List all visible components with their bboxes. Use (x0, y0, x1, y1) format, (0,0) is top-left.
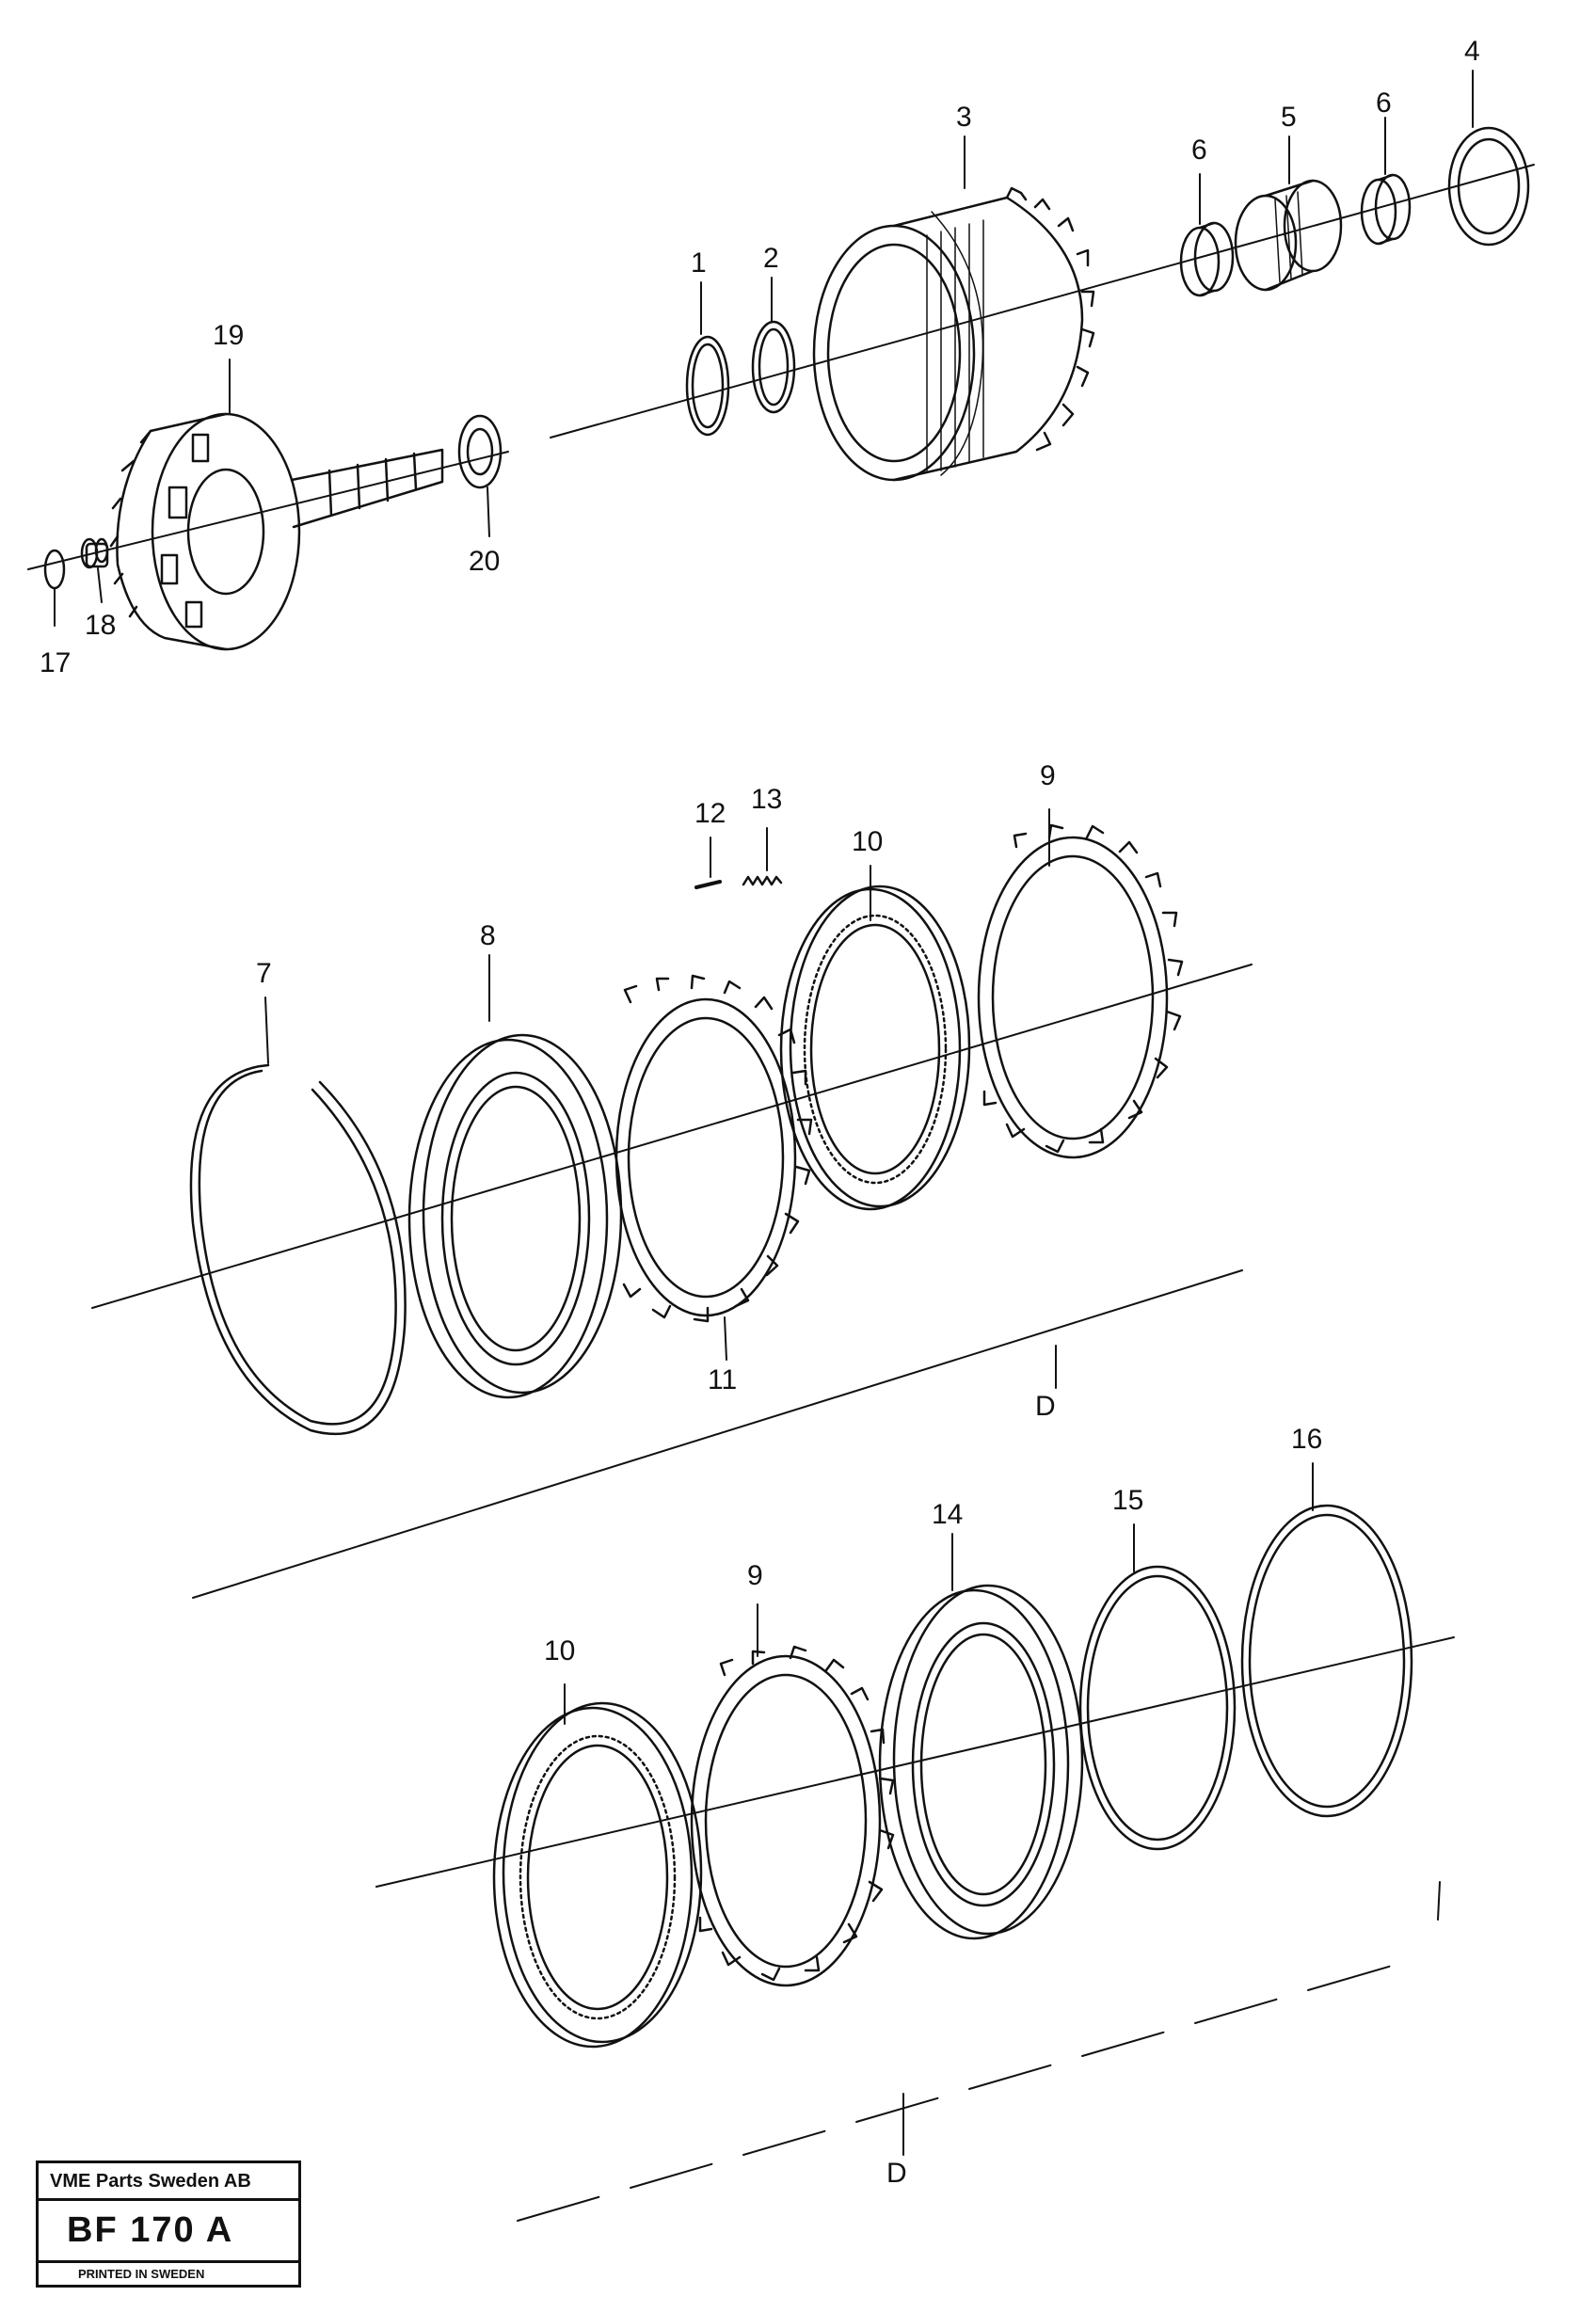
callout-6-left: 6 (1191, 135, 1207, 166)
seal-ring-15 (1078, 1565, 1237, 1851)
spline-gear-5 (1234, 179, 1343, 292)
callout-10-upper: 10 (852, 826, 884, 857)
snap-ring-1 (685, 335, 730, 437)
seal-ring-16 (1240, 1504, 1413, 1818)
callout-8: 8 (480, 920, 496, 951)
leader-18 (97, 567, 103, 603)
callout-11: 11 (708, 1364, 738, 1395)
washer-17 (43, 549, 66, 590)
pin-12 (694, 880, 722, 889)
leader-7 (264, 997, 269, 1064)
callout-7: 7 (256, 958, 272, 989)
callout-6-right: 6 (1376, 88, 1392, 119)
thrust-washer-4 (1447, 126, 1530, 247)
large-snap-ring-7 (189, 1063, 407, 1436)
callout-5: 5 (1281, 102, 1297, 133)
clutch-hub-3 (812, 186, 1095, 482)
friction-disc-10-lower (492, 1701, 703, 2049)
company-name: VME Parts Sweden AB (39, 2163, 298, 2201)
title-block: VME Parts Sweden AB BF 170 A PRINTED IN … (36, 2161, 301, 2288)
leader-11 (724, 1316, 727, 1361)
leader-20 (487, 486, 490, 537)
callout-4: 4 (1464, 36, 1480, 67)
callout-d-lower: D (886, 2158, 907, 2189)
piston-14 (878, 1584, 1084, 1940)
baseline-end-mark (1437, 1881, 1441, 1921)
toothed-disc-11 (614, 974, 813, 1323)
bottom-axis-line (375, 1636, 1455, 1888)
spring-13 (742, 875, 783, 886)
bushing-18 (85, 542, 109, 568)
drawing-code: BF 170 A (39, 2201, 298, 2263)
middle-baseline (192, 1269, 1243, 1599)
callout-20: 20 (469, 546, 501, 577)
clutch-drum-19 (80, 412, 444, 651)
callout-d-upper: D (1035, 1391, 1056, 1422)
callout-13: 13 (751, 784, 783, 815)
callout-15: 15 (1112, 1485, 1144, 1516)
callout-3: 3 (956, 102, 972, 133)
callout-17: 17 (40, 647, 72, 678)
toothed-disc-9-upper (977, 823, 1184, 1159)
thrust-washer-20 (457, 414, 503, 489)
top-axis-line (550, 164, 1535, 438)
callout-9-upper: 9 (1040, 760, 1056, 791)
toothed-disc-9-lower (690, 1645, 895, 1987)
callout-9-lower: 9 (747, 1560, 763, 1591)
callout-2: 2 (763, 243, 779, 274)
bearing-race-6-left (1179, 221, 1235, 297)
bottom-dashed-baseline (517, 1956, 1422, 2222)
callout-18: 18 (85, 610, 117, 641)
printed-note: PRINTED IN SWEDEN (78, 2267, 205, 2281)
middle-axis-line (91, 964, 1253, 1309)
callout-14: 14 (932, 1499, 964, 1530)
snap-ring-2 (751, 320, 796, 414)
callout-1: 1 (691, 247, 707, 279)
left-axis-stub (27, 451, 509, 570)
callout-19: 19 (213, 320, 245, 351)
callout-12: 12 (694, 798, 726, 829)
friction-disc-10-upper (779, 885, 971, 1211)
callout-16: 16 (1291, 1424, 1323, 1455)
callout-10-lower: 10 (544, 1635, 576, 1666)
bearing-race-6-right (1360, 173, 1412, 246)
piston-8 (407, 1033, 623, 1399)
